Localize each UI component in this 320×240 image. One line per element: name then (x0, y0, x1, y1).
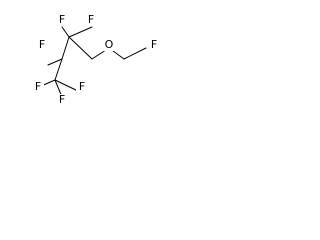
label-bg-f-cf3-bottom (56, 94, 68, 107)
molecule-structure-diagram: F F F O F F F F (32, 13, 160, 107)
bond-c3-f (47, 58, 63, 66)
bond-c2-f-upper-left (61, 26, 70, 38)
bond-c3-c4 (54, 58, 63, 81)
atom-label-f-cf3-left: F (35, 80, 41, 93)
atom-label-f-c2-upper-left: F (59, 13, 65, 26)
label-bg-f-fluoromethyl (148, 38, 160, 51)
atom-label-f-fluoromethyl: F (151, 38, 157, 51)
atom-labels: F F F O F F F F (35, 13, 157, 106)
label-bg-f-c2-upper-left (56, 13, 68, 26)
label-bg-f-cf3-right (76, 80, 88, 93)
atom-label-f-c3: F (39, 38, 45, 51)
label-backgrounds (32, 13, 160, 107)
bond-c3-c2 (61, 36, 70, 60)
atom-label-o-ether: O (105, 38, 114, 51)
label-bg-o-ether (103, 38, 115, 51)
bond-ch2-f (123, 47, 147, 60)
bond-c4-f-right (54, 79, 79, 92)
label-bg-f-c2-upper-right (85, 13, 97, 26)
bond-c2-f-upper-right (68, 26, 93, 38)
label-bg-f-cf3-left (32, 80, 44, 93)
atom-label-f-cf3-bottom: F (59, 93, 65, 106)
bond-group (38, 26, 147, 98)
atom-label-f-c2-upper-right: F (88, 13, 94, 26)
atom-label-f-cf3-right: F (79, 80, 85, 93)
bond-c2-c1 (68, 36, 93, 60)
label-bg-f-c3 (36, 38, 48, 51)
